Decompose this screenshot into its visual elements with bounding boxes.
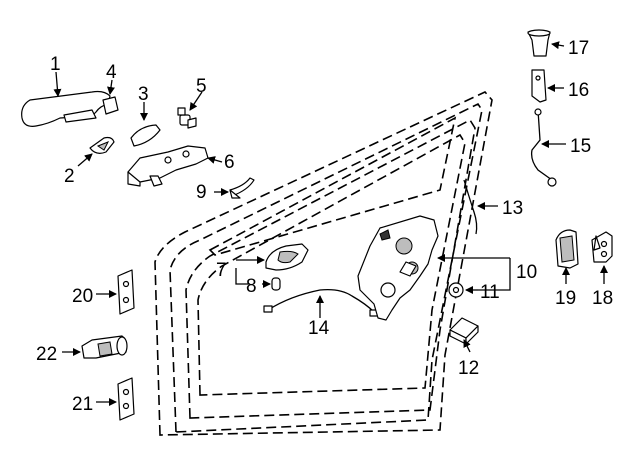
door-frame-outline (154, 91, 493, 436)
cylinder-cap-part (89, 136, 115, 154)
upper-hinge-part (117, 269, 135, 315)
lock-module-part (357, 215, 439, 321)
door-check-part (81, 335, 128, 359)
callout-5: 5 (196, 76, 207, 97)
check-bracket-part (531, 69, 547, 103)
callout-12: 12 (458, 358, 479, 379)
callout-22: 22 (36, 344, 57, 365)
callout-2: 2 (64, 166, 75, 187)
callout-14: 14 (308, 318, 330, 339)
callout-20: 20 (72, 286, 93, 307)
hinge-part (591, 231, 613, 263)
callout-1: 1 (50, 54, 61, 75)
seal-part (229, 177, 255, 199)
callout-21: 21 (72, 394, 93, 415)
callout-9: 9 (196, 182, 207, 203)
callout-18: 18 (592, 288, 613, 309)
washer-part (448, 282, 464, 298)
callout-4: 4 (106, 62, 117, 83)
callout-19: 19 (555, 288, 576, 309)
bushing-part (271, 277, 281, 291)
release-cable-part (263, 288, 379, 317)
link-rod-part (463, 179, 478, 235)
callout-16: 16 (568, 80, 589, 101)
callout-17: 17 (568, 38, 589, 59)
leader-lines (53, 41, 608, 406)
inside-handle-part (265, 243, 309, 271)
callout-3: 3 (138, 84, 149, 105)
callout-13: 13 (502, 198, 523, 219)
callout-6: 6 (224, 152, 235, 173)
callout-15: 15 (570, 136, 591, 157)
outside-handle-part (21, 90, 111, 127)
callout-8: 8 (246, 276, 257, 297)
bumper-part (527, 29, 551, 57)
callout-11: 11 (480, 282, 500, 303)
handle-cap-part (102, 96, 119, 115)
lower-hinge-part (117, 377, 135, 421)
hinge-cover-part (555, 229, 579, 269)
callout-7: 7 (216, 260, 227, 281)
callout-10: 10 (516, 262, 537, 283)
handle-cover-part (130, 124, 161, 147)
check-link-part (530, 108, 557, 187)
window-opening-outline (208, 116, 457, 256)
bracket-part (449, 317, 479, 345)
lock-cylinder-part (177, 107, 197, 129)
handle-carrier-part (127, 145, 209, 187)
callout-labels: 1 2 3 4 5 6 7 8 9 10 11 12 13 14 15 16 1… (36, 38, 613, 415)
